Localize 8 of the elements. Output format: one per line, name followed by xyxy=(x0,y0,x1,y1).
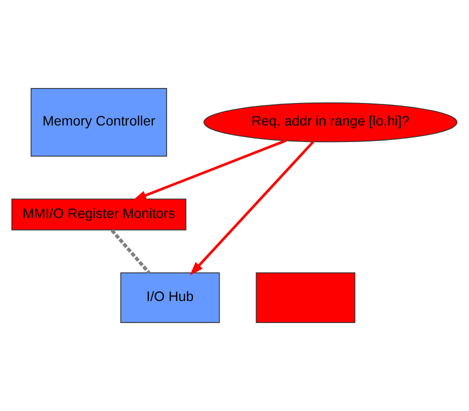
node-box: Memory Controller xyxy=(30,88,168,157)
arrow xyxy=(190,140,314,276)
node-box: MMI/O Register Monitors xyxy=(11,198,186,230)
node-box xyxy=(256,272,356,323)
arrow xyxy=(132,139,287,200)
connector xyxy=(110,229,150,274)
node-ellipse: Req. addr in range [lo,hi]? xyxy=(203,102,458,142)
node-box: I/O Hub xyxy=(120,272,220,323)
